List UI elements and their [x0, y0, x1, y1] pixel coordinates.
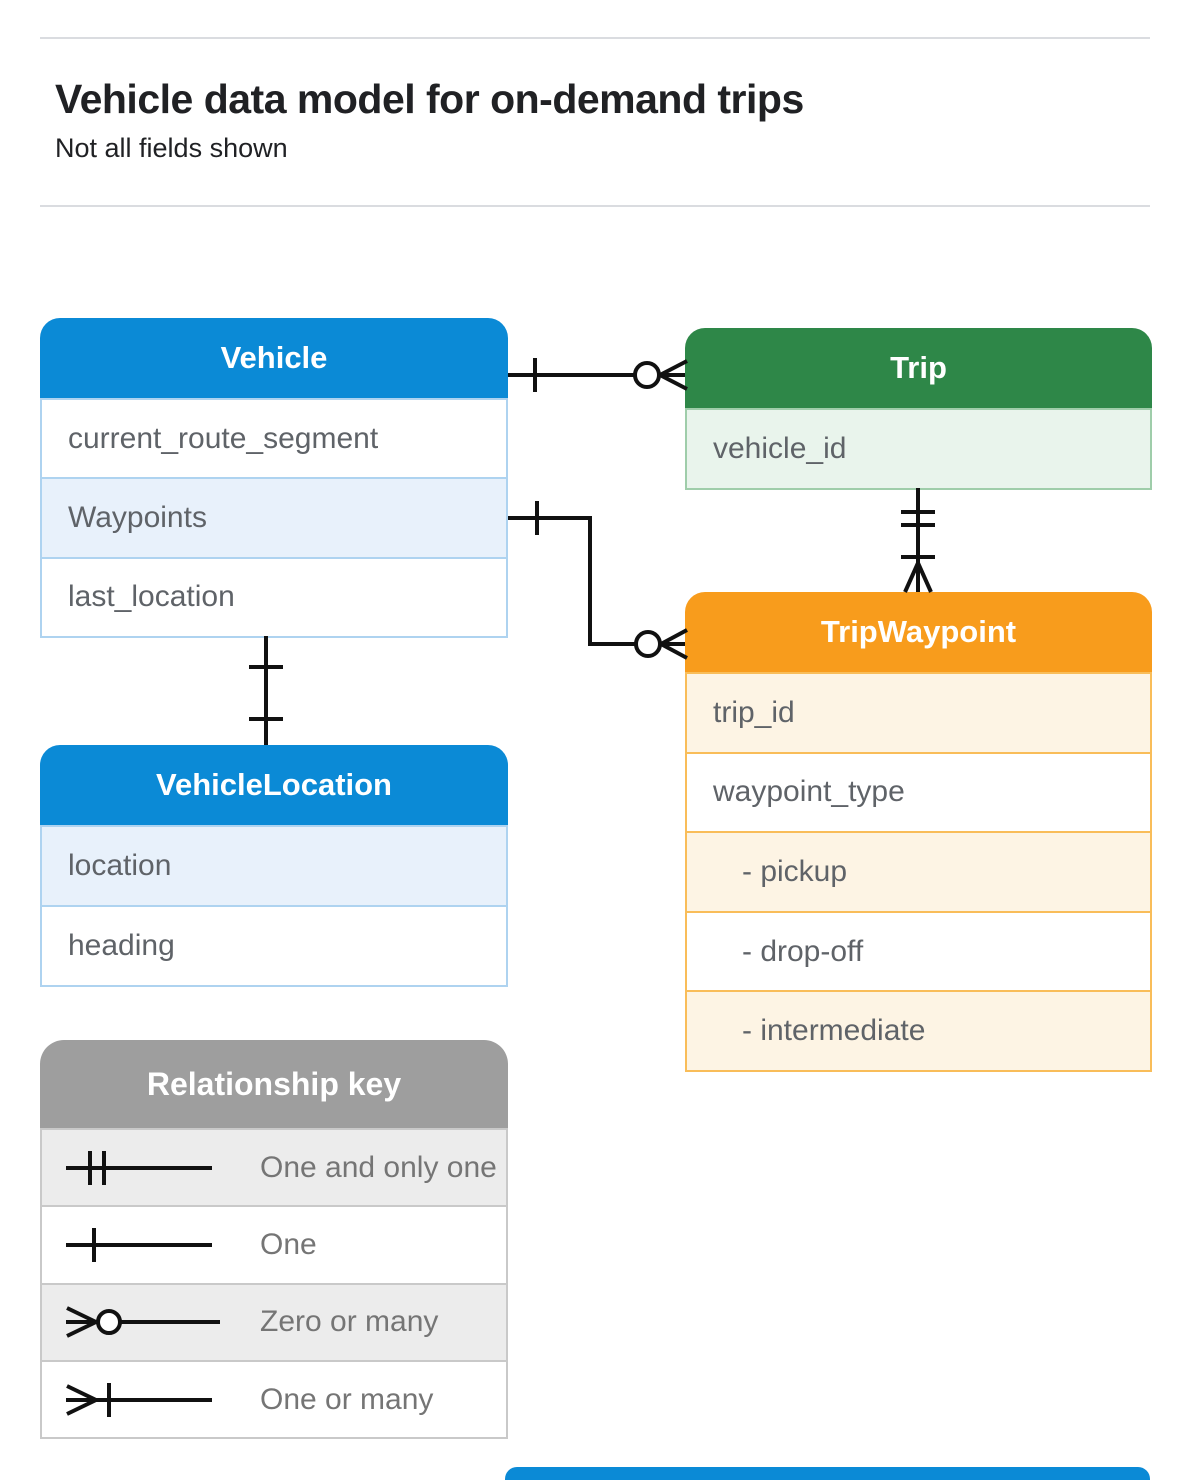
legend-label: One or many [260, 1382, 434, 1416]
legend-label: Zero or many [260, 1305, 439, 1339]
field-last-location: last_location [42, 556, 506, 636]
field-label: waypoint_type [713, 775, 905, 809]
field-label: Waypoints [68, 500, 207, 534]
entity-vehicle-location-title: VehicleLocation [155, 767, 392, 802]
entity-trip-header: Trip [685, 328, 1152, 408]
entity-vehicle-location: VehicleLocation location heading [40, 745, 508, 987]
one-or-many-icon [66, 1382, 212, 1417]
field-label: location [68, 849, 172, 882]
relationship-key-title: Relationship key [146, 1065, 402, 1102]
entity-vehicle-header: Vehicle [40, 318, 508, 398]
legend-label: One and only one [260, 1150, 497, 1184]
field-label: last_location [68, 580, 235, 614]
legend-item-one-and-only-one: One and only one [42, 1128, 506, 1206]
entity-trip-title: Trip [890, 350, 947, 385]
zero-or-many-icon [66, 1306, 220, 1339]
trip-tripwaypoint-connector [901, 488, 935, 593]
entity-trip-waypoint-header: TripWaypoint [685, 592, 1152, 672]
field-label: current_route_segment [68, 421, 379, 455]
vehicle-trip-connector [508, 358, 688, 392]
legend-item-one-or-many: One or many [42, 1359, 506, 1437]
field-waypoint-type-drop-off: - drop-off [687, 910, 1150, 991]
field-label: trip_id [713, 695, 795, 729]
relationship-key-body: One and only one One Zero or many [40, 1128, 508, 1440]
field-label: - drop-off [742, 934, 864, 968]
field-heading: heading [42, 905, 506, 985]
cropped-table-header [505, 1467, 1150, 1480]
field-trip-id: trip_id [687, 672, 1150, 752]
vehicle-vehiclelocation-connector [249, 636, 283, 745]
entity-vehicle-location-body: location heading [40, 825, 508, 987]
page-title: Vehicle data model for on-demand trips [55, 76, 804, 122]
field-waypoint-type-intermediate: - intermediate [687, 990, 1150, 1070]
waypoints-tripwaypoint-connector [508, 501, 688, 660]
entity-trip-body: vehicle_id [685, 408, 1152, 490]
field-label: - intermediate [742, 1014, 926, 1048]
field-vehicle-id: vehicle_id [687, 408, 1150, 488]
entity-vehicle-body: current_route_segment Waypoints last_loc… [40, 398, 508, 638]
top-divider [40, 37, 1150, 39]
entity-vehicle: Vehicle current_route_segment Waypoints … [40, 318, 508, 638]
header-divider [40, 205, 1150, 207]
field-waypoints: Waypoints [42, 477, 506, 557]
relationship-key: Relationship key One and only one One [40, 1040, 508, 1440]
field-waypoint-type-pickup: - pickup [687, 831, 1150, 911]
one-icon [66, 1227, 212, 1262]
field-waypoint-type: waypoint_type [687, 751, 1150, 832]
field-label: heading [68, 929, 175, 962]
relationship-key-header: Relationship key [40, 1040, 508, 1128]
legend-label: One [260, 1227, 317, 1261]
field-current-route-segment: current_route_segment [42, 398, 506, 477]
entity-trip-waypoint-body: trip_id waypoint_type - pickup - drop-of… [685, 672, 1152, 1072]
entity-trip-waypoint-title: TripWaypoint [820, 614, 1017, 649]
entity-vehicle-location-header: VehicleLocation [40, 745, 508, 825]
field-location: location [42, 825, 506, 905]
one-and-only-one-icon [66, 1150, 212, 1185]
legend-item-one: One [42, 1205, 506, 1282]
page-subtitle: Not all fields shown [55, 133, 288, 163]
legend-item-zero-or-many: Zero or many [42, 1282, 506, 1360]
field-label: - pickup [742, 854, 848, 888]
field-label: vehicle_id [713, 432, 847, 465]
entity-trip-waypoint: TripWaypoint trip_id waypoint_type - pic… [685, 592, 1152, 1072]
entity-trip: Trip vehicle_id [685, 328, 1152, 490]
entity-vehicle-title: Vehicle [220, 340, 328, 375]
